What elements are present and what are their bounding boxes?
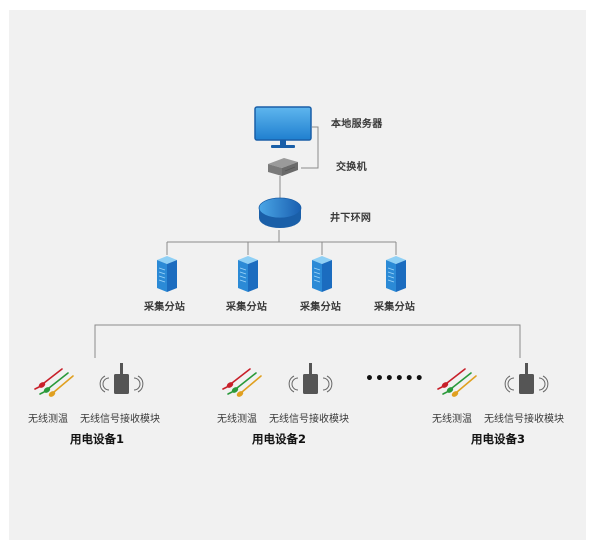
- receiver-label: 无线信号接收模块: [80, 414, 160, 425]
- station-server-icon: [310, 255, 334, 297]
- switch-icon: [266, 156, 300, 182]
- station-server-icon: [384, 255, 408, 297]
- station-label: 采集分站: [144, 302, 186, 313]
- network-label: 井下环网: [330, 213, 372, 224]
- server-monitor-icon: [254, 106, 312, 154]
- network-ring-icon: [257, 196, 303, 236]
- wireless-receiver-icon: [98, 361, 146, 401]
- server-switch-link: [301, 126, 319, 169]
- sensor-label: 无线测温: [28, 414, 68, 425]
- diagram-background: [9, 10, 586, 540]
- temperature-probe-icon: [34, 367, 76, 401]
- receiver-label: 无线信号接收模块: [484, 414, 564, 425]
- station-server-icon: [236, 255, 260, 297]
- station-server-icon: [155, 255, 179, 297]
- more-devices-ellipsis: ••••••: [365, 371, 425, 387]
- station-label: 采集分站: [374, 302, 416, 313]
- sensor-label: 无线测温: [217, 414, 257, 425]
- device-group-label: 用电设备1: [70, 432, 125, 446]
- device-group-label: 用电设备3: [471, 432, 526, 446]
- server-label: 本地服务器: [331, 119, 383, 130]
- wireless-receiver-icon: [287, 361, 335, 401]
- device-group-label: 用电设备2: [252, 432, 307, 446]
- sensor-label: 无线测温: [432, 414, 472, 425]
- station-label: 采集分站: [300, 302, 342, 313]
- switch-label: 交换机: [336, 162, 367, 173]
- temperature-probe-icon: [222, 367, 264, 401]
- wireless-receiver-icon: [503, 361, 551, 401]
- station-label: 采集分站: [226, 302, 268, 313]
- temperature-probe-icon: [437, 367, 479, 401]
- receiver-label: 无线信号接收模块: [269, 414, 349, 425]
- device-bus: [94, 324, 521, 358]
